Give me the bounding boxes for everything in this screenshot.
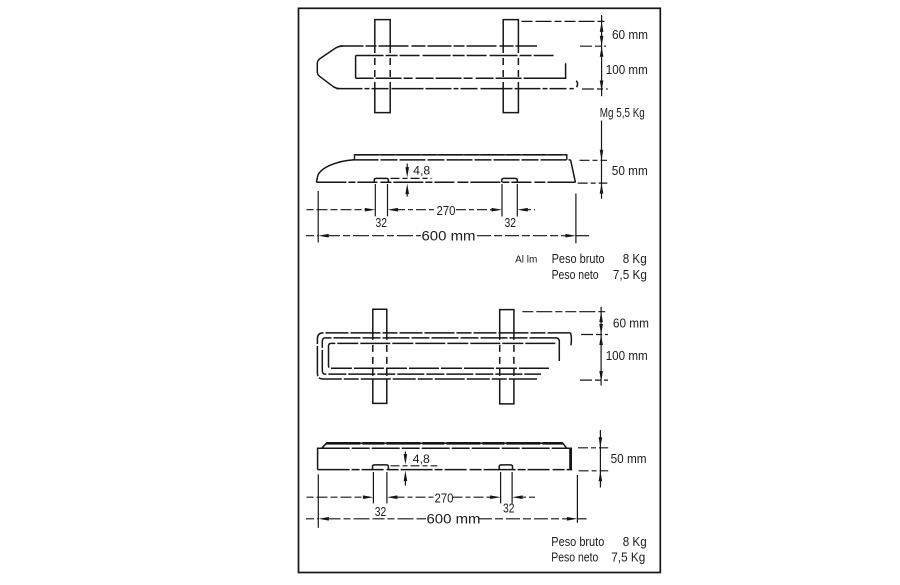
svg-text:600 mm: 600 mm — [422, 229, 476, 244]
svg-text:32: 32 — [505, 216, 517, 230]
svg-text:600 mm: 600 mm — [427, 512, 481, 527]
svg-text:7,5 Kg: 7,5 Kg — [613, 268, 647, 282]
svg-text:100 mm: 100 mm — [606, 348, 648, 363]
svg-text:32: 32 — [376, 216, 388, 230]
svg-text:Peso bruto: Peso bruto — [551, 535, 604, 549]
svg-text:Peso bruto: Peso bruto — [552, 252, 605, 266]
svg-text:60 mm: 60 mm — [612, 27, 648, 42]
svg-text:32: 32 — [503, 502, 515, 516]
svg-text:8 Kg: 8 Kg — [623, 535, 647, 549]
svg-text:Al lm: Al lm — [515, 255, 537, 266]
svg-text:7,5 Kg: 7,5 Kg — [611, 551, 645, 565]
svg-text:4,8: 4,8 — [413, 454, 430, 466]
svg-text:60 mm: 60 mm — [613, 315, 649, 330]
svg-text:Mg 5,5 Kg: Mg 5,5 Kg — [600, 106, 645, 120]
svg-text:4,8: 4,8 — [413, 165, 430, 177]
svg-text:270: 270 — [437, 204, 456, 218]
svg-text:8 Kg: 8 Kg — [623, 252, 647, 266]
svg-text:270: 270 — [435, 492, 454, 506]
svg-text:Peso neto: Peso neto — [551, 551, 598, 565]
svg-text:100 mm: 100 mm — [606, 62, 648, 77]
svg-text:Peso neto: Peso neto — [552, 268, 599, 282]
svg-text:50 mm: 50 mm — [611, 451, 647, 466]
svg-text:50 mm: 50 mm — [612, 163, 648, 178]
svg-text:32: 32 — [375, 505, 387, 519]
